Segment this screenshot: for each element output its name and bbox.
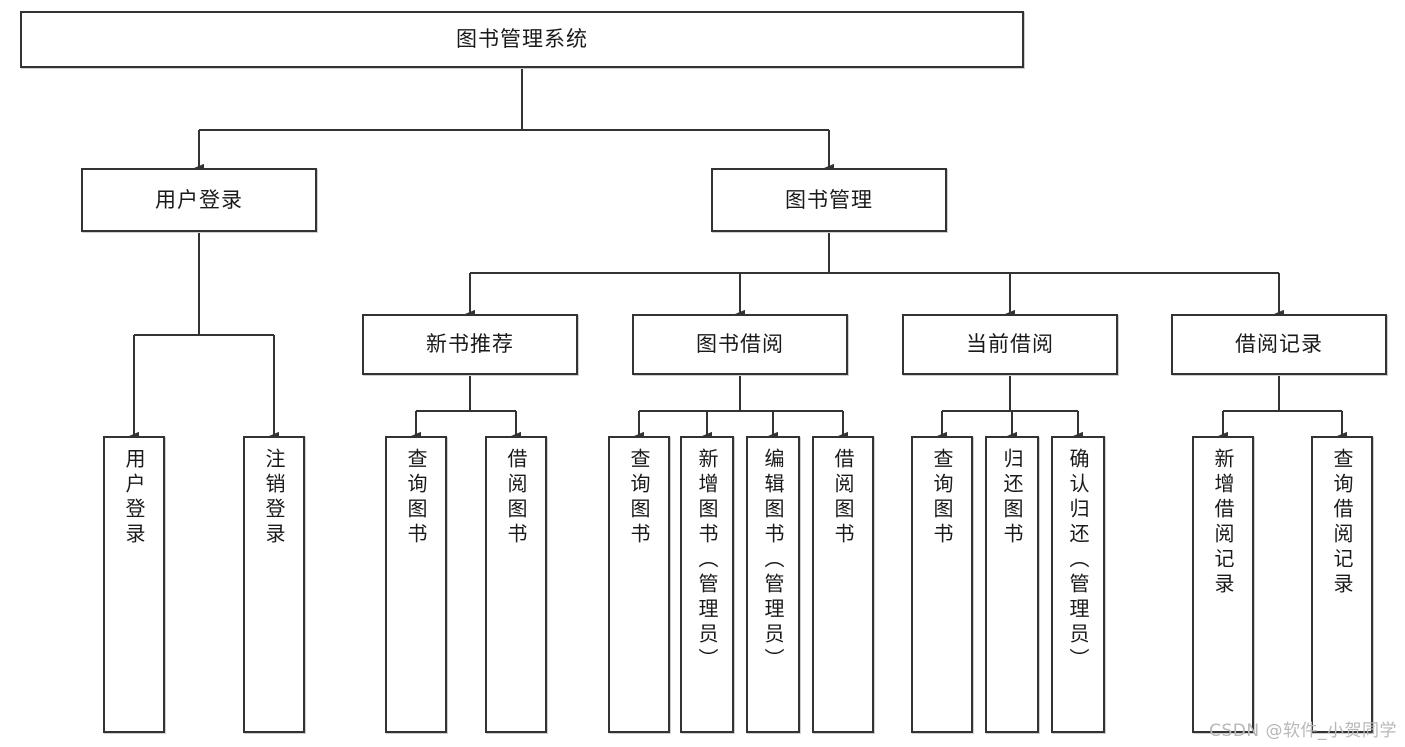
- node-new-book-recommend[interactable]: 新书推荐: [362, 314, 578, 375]
- node-user-login[interactable]: 用户登录: [81, 168, 317, 232]
- node-label: 借阅图书: [504, 448, 528, 548]
- node-leaf-borrow-book-recommend[interactable]: 借阅图书: [485, 436, 547, 733]
- node-label: 用户登录: [155, 187, 243, 212]
- node-leaf-user-login[interactable]: 用户登录: [103, 436, 165, 733]
- node-leaf-add-book-admin[interactable]: 新增图书（管理员）: [680, 436, 734, 733]
- node-label: 编辑图书（管理员）: [761, 448, 785, 673]
- node-label: 查询图书: [930, 448, 954, 548]
- node-current-borrow[interactable]: 当前借阅: [902, 314, 1118, 375]
- node-label: 借阅记录: [1235, 332, 1323, 357]
- node-label: 新增图书（管理员）: [695, 448, 719, 673]
- node-label: 借阅图书: [831, 448, 855, 548]
- node-label: 图书借阅: [696, 332, 784, 357]
- node-label: 确认归还（管理员）: [1066, 448, 1090, 673]
- node-label: 查询图书: [404, 448, 428, 548]
- edges-group: [129, 68, 1347, 441]
- node-root-book-management-system[interactable]: 图书管理系统: [20, 11, 1024, 68]
- node-label: 当前借阅: [966, 332, 1054, 357]
- node-book-borrow[interactable]: 图书借阅: [632, 314, 848, 375]
- node-leaf-query-book-current[interactable]: 查询图书: [911, 436, 973, 733]
- node-label: 图书管理: [785, 187, 873, 212]
- node-leaf-edit-book-admin[interactable]: 编辑图书（管理员）: [746, 436, 800, 733]
- node-leaf-add-borrow-record[interactable]: 新增借阅记录: [1192, 436, 1254, 733]
- node-label: 查询图书: [627, 448, 651, 548]
- node-leaf-borrow-book[interactable]: 借阅图书: [812, 436, 874, 733]
- node-leaf-confirm-return-admin[interactable]: 确认归还（管理员）: [1051, 436, 1105, 733]
- node-leaf-query-book-borrow[interactable]: 查询图书: [608, 436, 670, 733]
- node-label: 注销登录: [262, 448, 286, 548]
- node-label: 图书管理系统: [456, 27, 588, 52]
- node-label: 用户登录: [122, 448, 146, 548]
- node-label: 新增借阅记录: [1211, 448, 1235, 598]
- node-leaf-query-borrow-record[interactable]: 查询借阅记录: [1311, 436, 1373, 733]
- node-borrow-record[interactable]: 借阅记录: [1171, 314, 1387, 375]
- node-book-management[interactable]: 图书管理: [711, 168, 947, 232]
- node-label: 查询借阅记录: [1330, 448, 1354, 598]
- node-leaf-return-book[interactable]: 归还图书: [985, 436, 1039, 733]
- watermark-text: CSDN @软件_小贺同学: [1209, 721, 1397, 741]
- node-label: 归还图书: [1000, 448, 1024, 548]
- node-label: 新书推荐: [426, 332, 514, 357]
- node-leaf-user-logout[interactable]: 注销登录: [243, 436, 305, 733]
- node-leaf-query-book-recommend[interactable]: 查询图书: [385, 436, 447, 733]
